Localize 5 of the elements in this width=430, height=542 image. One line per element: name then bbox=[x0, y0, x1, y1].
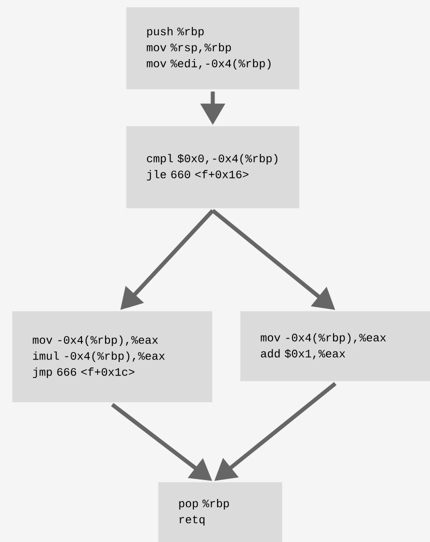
code-box: mov -0x4(%rbp),%eax imul -0x4(%rbp),%eax jmp 666 <f+0x1c> bbox=[12, 311, 212, 402]
code-box: pop %rbp retq bbox=[158, 482, 282, 542]
code-box: push %rbp mov %rsp,%rbp mov %edi,-0x4(%rbp) bbox=[126, 7, 300, 90]
code-box: mov -0x4(%rbp),%eax add $0x1,%eax bbox=[240, 311, 430, 382]
code-box: cmpl $0x0,-0x4(%rbp) jle 660 <f+0x16> bbox=[126, 126, 300, 208]
